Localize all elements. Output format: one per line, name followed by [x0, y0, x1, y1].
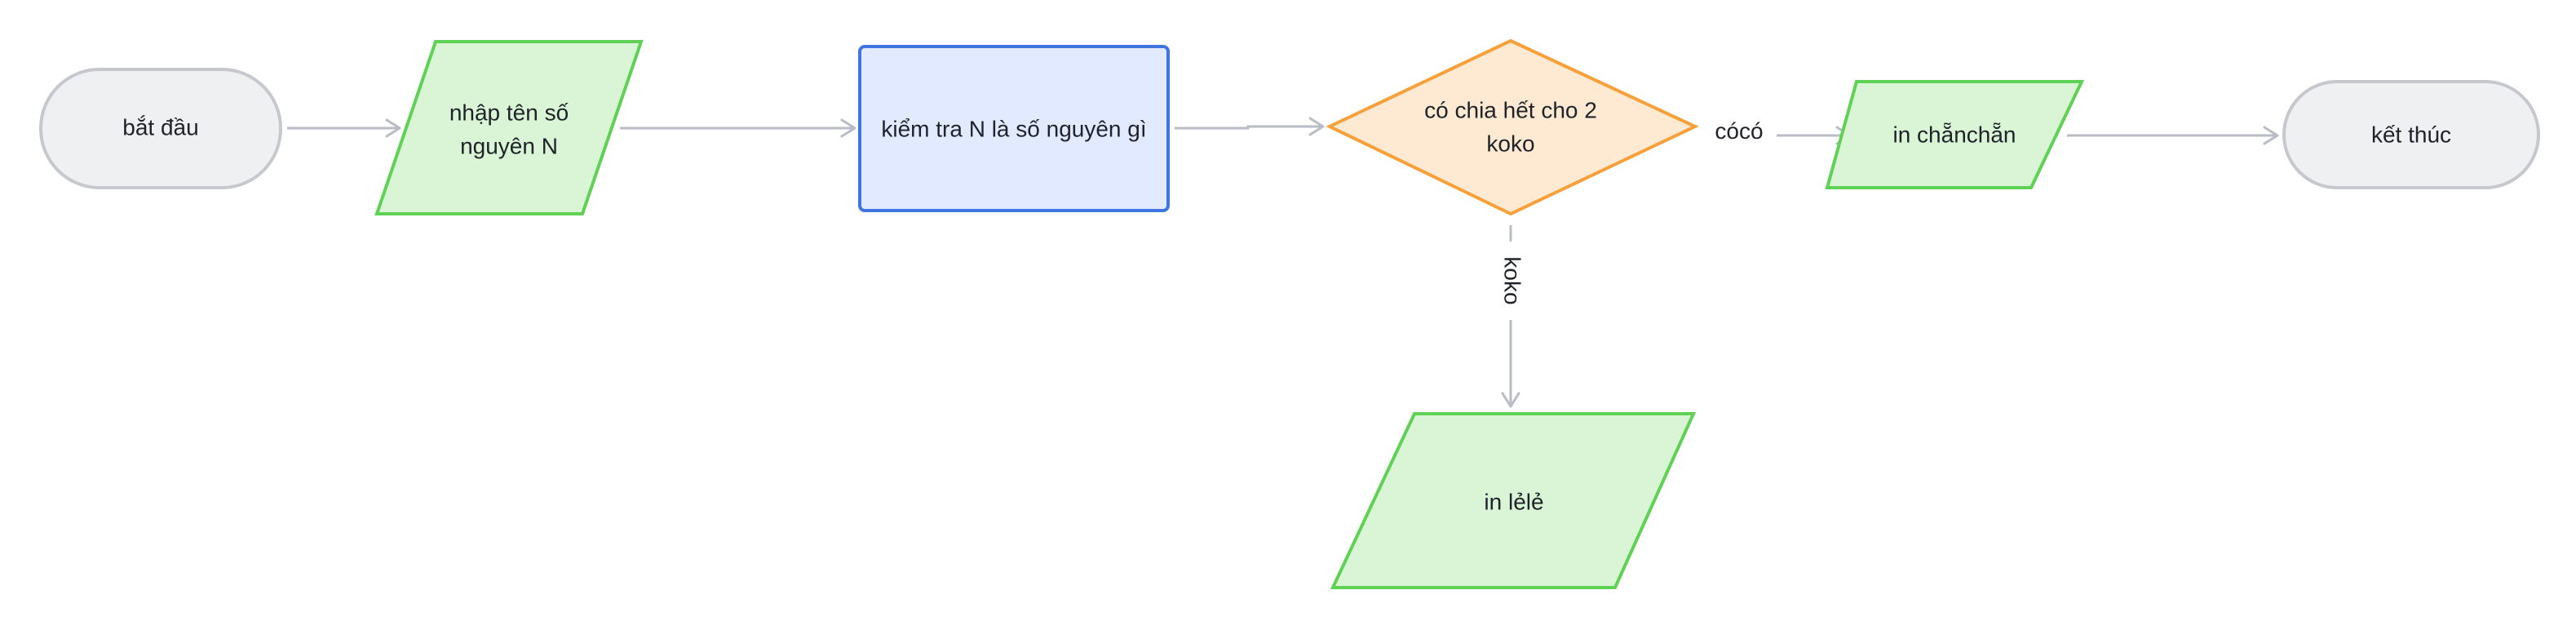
- arrowhead-icon: [1501, 392, 1520, 408]
- node-input[interactable]: nhập tên số nguyên N: [374, 40, 644, 215]
- node-end-label: kết thúc: [2371, 122, 2451, 147]
- node-input-label-line2: nguyên N: [460, 133, 558, 158]
- node-print-even[interactable]: in chẵnchẵn: [1825, 80, 2085, 189]
- process-shape: [858, 45, 1170, 212]
- arrowhead-icon: [2263, 126, 2279, 145]
- node-check[interactable]: kiểm tra N là số nguyên gì: [858, 45, 1170, 212]
- arrowhead-icon: [840, 118, 856, 138]
- decision-shape: [1326, 38, 1699, 216]
- node-input-label-line1: nhập tên số: [449, 100, 569, 125]
- edge-label-yes: cócó: [1715, 118, 1763, 144]
- node-decision-label-line1: có chia hết cho 2: [1424, 97, 1597, 122]
- arrowhead-icon: [385, 118, 401, 138]
- node-start[interactable]: bắt đầu: [39, 68, 282, 189]
- edge-decision-to-print-odd[interactable]: koko: [1500, 225, 1525, 408]
- edge-input-to-check[interactable]: [620, 118, 856, 138]
- node-decision[interactable]: có chia hết cho 2 koko: [1326, 38, 1699, 216]
- edge-check-to-decision[interactable]: [1175, 117, 1325, 136]
- edge-start-to-input[interactable]: [287, 118, 401, 138]
- node-start-label: bắt đầu: [122, 114, 198, 140]
- arrowhead-icon: [1308, 117, 1325, 136]
- parallelogram-shape: [1825, 80, 2085, 189]
- node-decision-label-line2: koko: [1486, 131, 1534, 156]
- connector-line: [1175, 125, 1321, 130]
- node-end[interactable]: kết thúc: [2282, 80, 2540, 189]
- node-print-odd-label: in lẻlẻ: [1484, 489, 1543, 514]
- node-print-odd[interactable]: in lẻlẻ: [1330, 412, 1697, 589]
- parallelogram-shape: [1330, 412, 1697, 589]
- node-print-even-label: in chẵnchẵn: [1892, 122, 2016, 147]
- terminal-shape: [2282, 80, 2540, 189]
- edge-print-even-to-end[interactable]: [2067, 126, 2279, 145]
- edge-label-no: koko: [1500, 256, 1525, 304]
- terminal-shape: [39, 68, 282, 189]
- edge-decision-to-print-even[interactable]: cócó: [1715, 118, 1852, 145]
- node-check-label: kiểm tra N là số nguyên gì: [881, 116, 1146, 141]
- parallelogram-shape: [374, 40, 644, 215]
